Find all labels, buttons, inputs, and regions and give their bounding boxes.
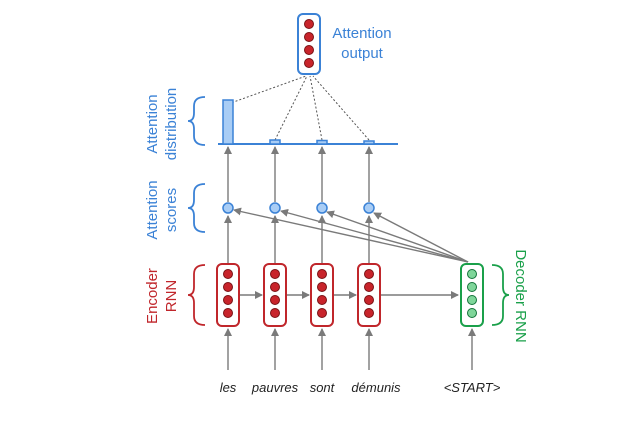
encoder-cell <box>357 263 381 327</box>
decoder-rnn-cell <box>460 263 484 327</box>
decoder-rnn-label: Decoder RNN <box>512 249 529 342</box>
encoder-cell <box>216 263 240 327</box>
attention-distribution-label: Attention <box>144 94 161 153</box>
attention-score-nodes <box>222 202 375 214</box>
encoder-brace <box>187 264 206 326</box>
attention-output-vector <box>297 13 321 75</box>
distribution-bar <box>363 140 375 145</box>
input-word: <START> <box>444 380 501 395</box>
encoder-rnn-cells <box>216 263 381 327</box>
distribution-bar <box>316 139 328 145</box>
score-to-distribution-arrows <box>224 146 373 202</box>
decoder-brace <box>491 264 510 326</box>
score-node <box>316 202 328 214</box>
attention-output-label-2: output <box>341 45 384 62</box>
distribution-bars <box>222 99 375 145</box>
attention-dotted-lines <box>227 75 370 141</box>
input-word: les <box>220 380 237 395</box>
attention-scores-label-2: scores <box>163 188 180 232</box>
attention-scores-label: Attention <box>144 180 161 239</box>
encoder-rnn-label: Encoder <box>144 268 161 324</box>
score-node <box>363 202 375 214</box>
decoder-to-score-arrows <box>233 207 469 263</box>
attention-distribution-label-2: distribution <box>163 88 180 161</box>
distribution-bar <box>222 99 234 145</box>
attention-output-label: Attention <box>332 25 391 42</box>
score-node <box>222 202 234 214</box>
input-arrows <box>224 328 476 370</box>
encoder-cell <box>310 263 334 327</box>
distribution-brace <box>187 96 206 146</box>
encoder-rnn-label-2: RNN <box>163 280 180 313</box>
input-word: sont <box>310 380 336 395</box>
scores-brace <box>187 183 206 233</box>
distribution-bar <box>269 139 281 145</box>
input-word: pauvres <box>251 380 299 395</box>
score-node <box>269 202 281 214</box>
encoder-to-score-arrows <box>224 215 373 264</box>
encoder-cell <box>263 263 287 327</box>
input-word: démunis <box>351 380 401 395</box>
